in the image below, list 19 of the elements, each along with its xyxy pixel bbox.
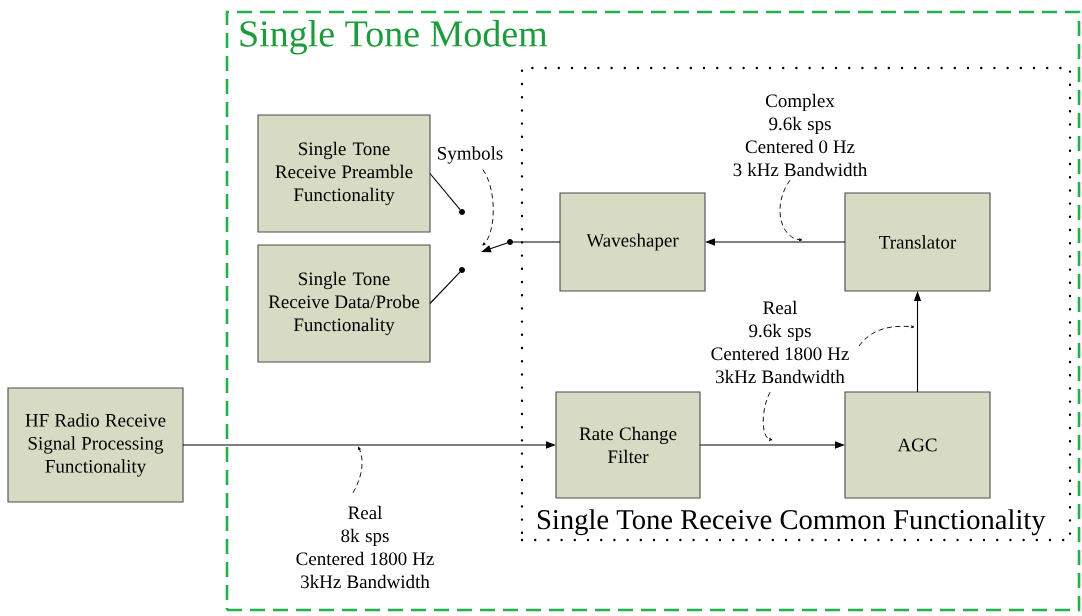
leader-line — [858, 325, 915, 347]
connector-line — [429, 271, 461, 305]
leader-line — [482, 169, 494, 246]
process-box: AGC — [844, 391, 991, 499]
connector-line — [429, 172, 461, 211]
leader-line — [779, 179, 803, 242]
annotation-text: Complex 9.6k sps Centered 0 Hz 3 kHz Bandwidth — [733, 93, 868, 177]
connector-line — [512, 241, 561, 243]
process-box: Translator — [844, 192, 991, 292]
leader-line — [352, 446, 363, 494]
process-box: HF Radio Receive Signal Processing Functionality — [7, 387, 184, 503]
leader-line — [762, 391, 773, 441]
annotation-text: Real 8k sps Centered 1800 Hz 3kHz Bandwidth — [296, 505, 434, 589]
process-box: Rate Change Filter — [555, 391, 701, 499]
annotation-text: Real 9.6k sps Centered 1800 Hz 3kHz Bandwidth — [711, 300, 849, 384]
process-box: Single Tone Receive Data/Probe Functionality — [257, 244, 431, 363]
annotation-text: Symbols — [438, 146, 503, 164]
process-box: Waveshaper — [559, 192, 706, 292]
process-box: Single Tone Receive Preamble Functionality — [257, 114, 431, 233]
